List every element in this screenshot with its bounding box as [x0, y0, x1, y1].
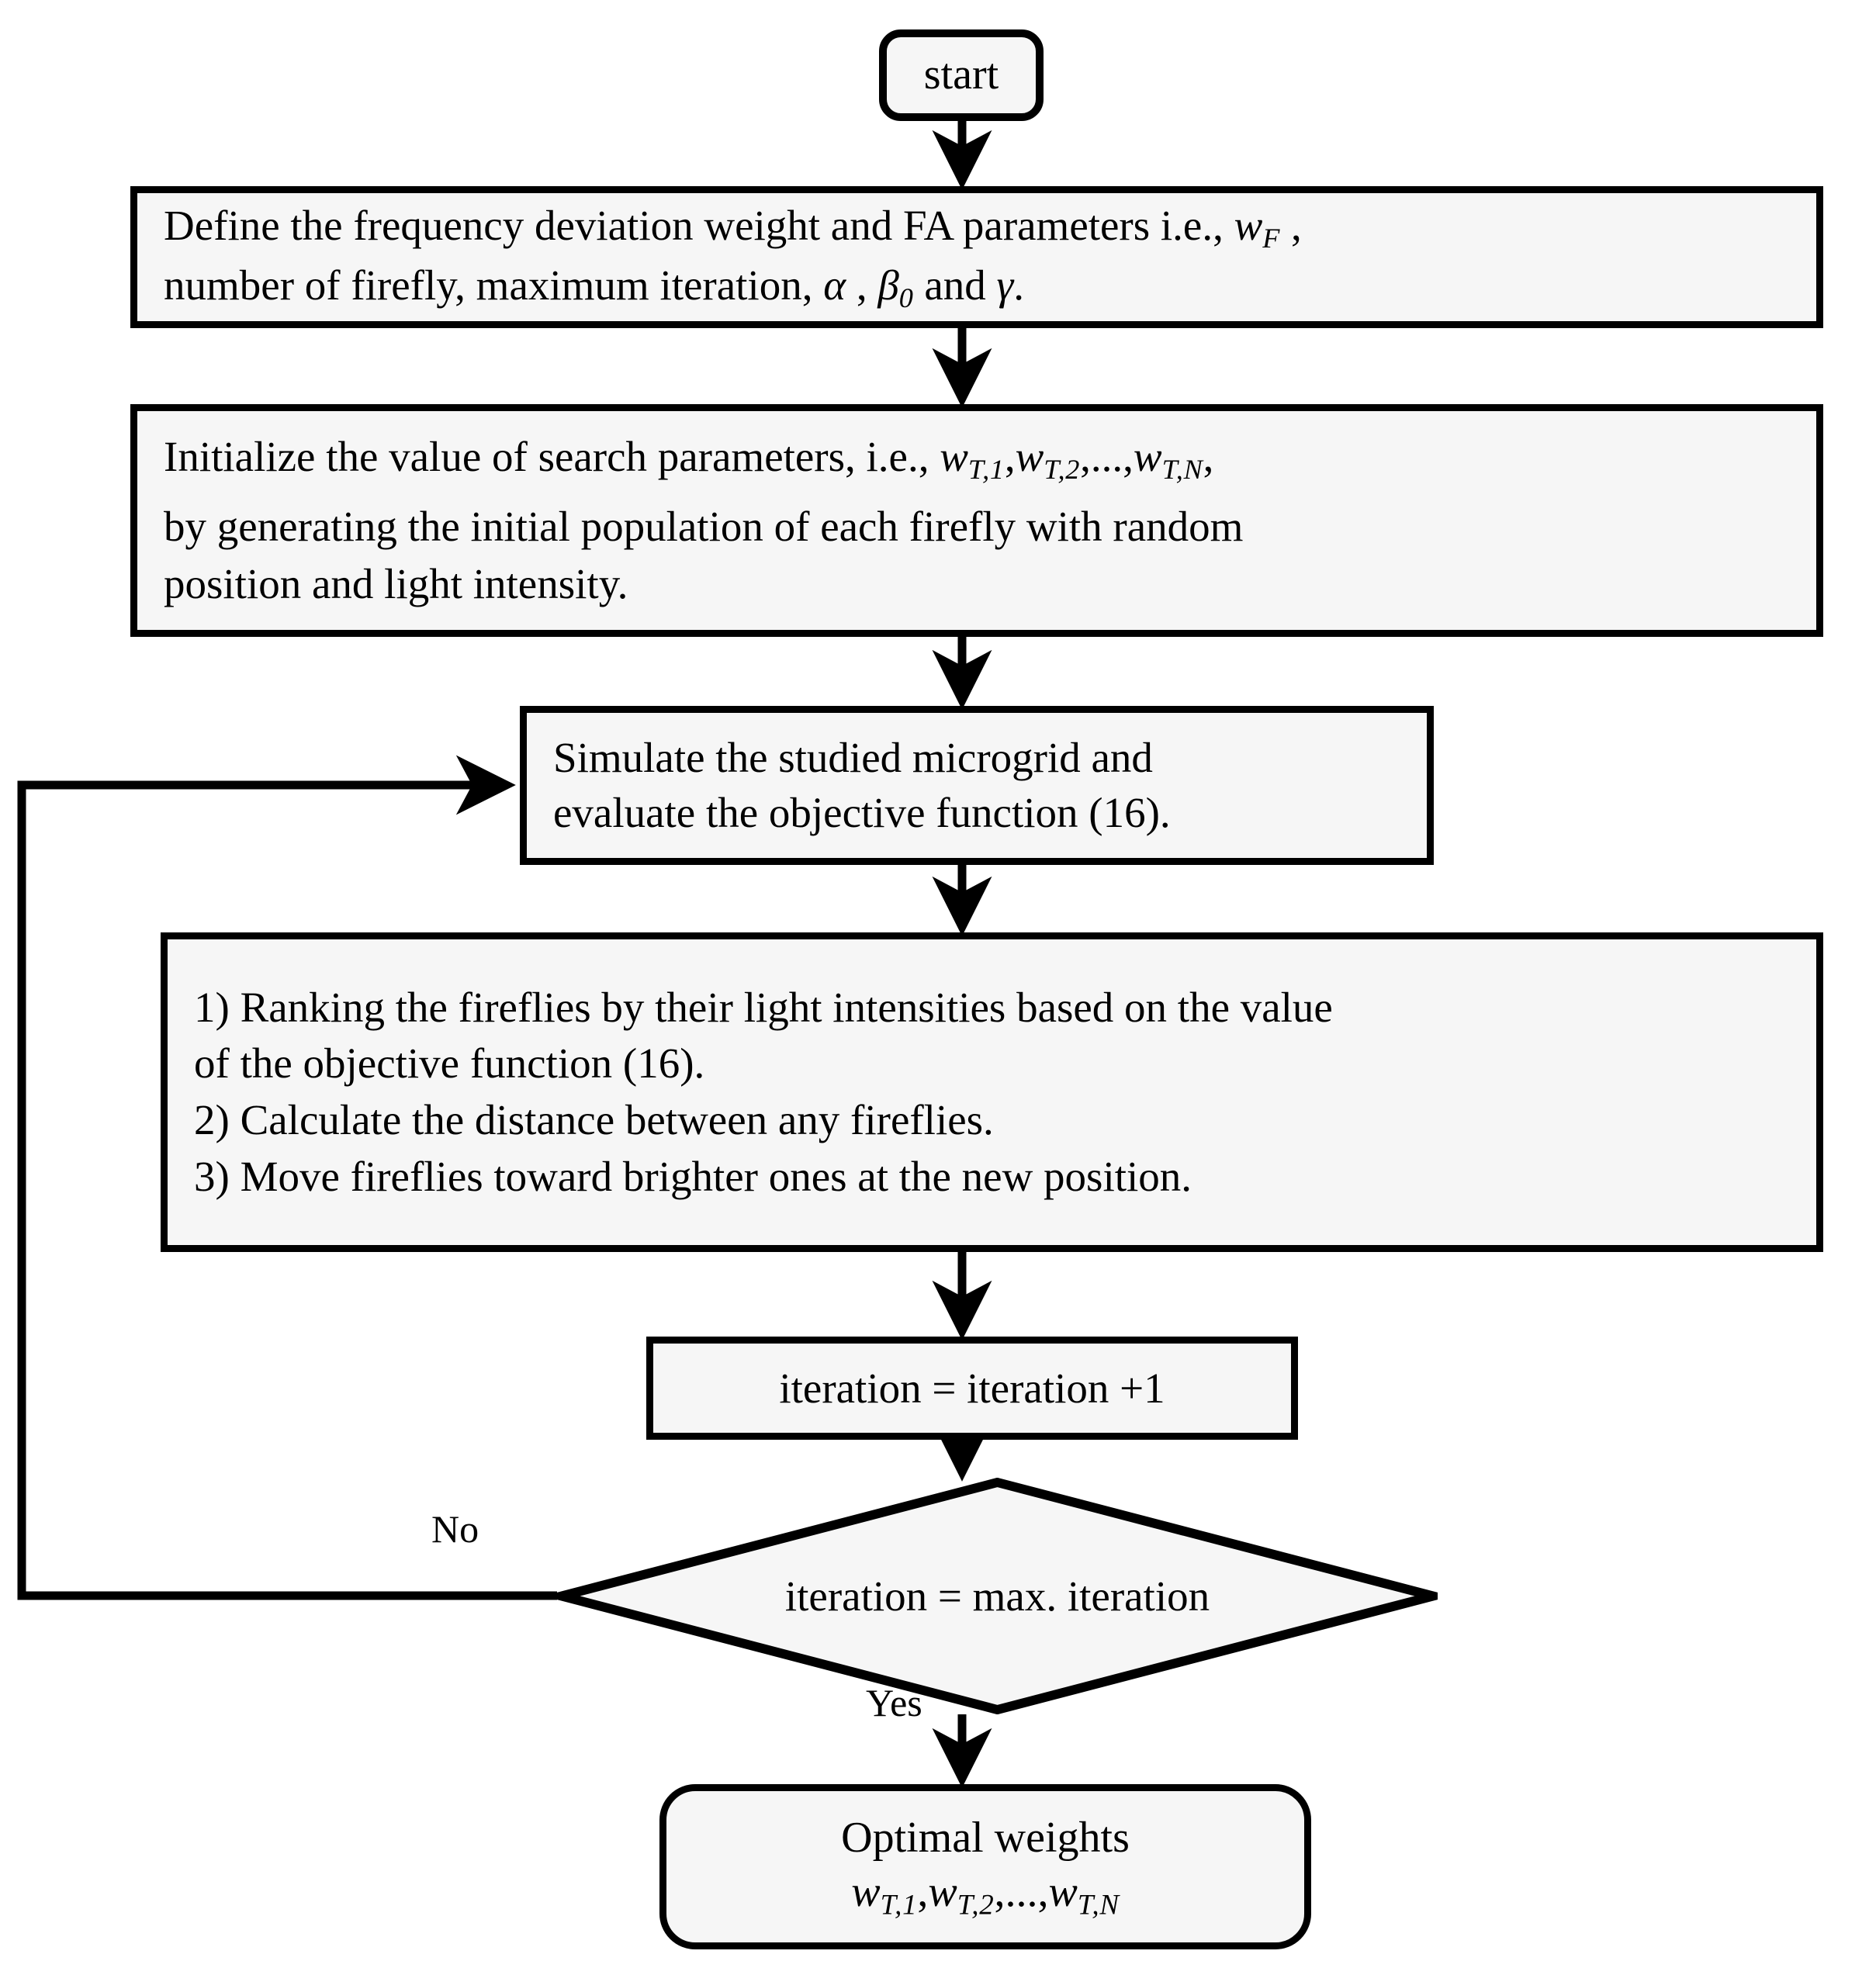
- node-optimal-weights[interactable]: Optimal weights wT,1,wT,2,...,wT,N: [659, 1784, 1311, 1949]
- optimal-var-w1: w: [851, 1868, 881, 1917]
- node-simulate-line-1: Simulate the studied microgrid and: [553, 734, 1153, 782]
- node-initialize-line-2: by generating the initial population of …: [164, 502, 1244, 550]
- edge-label-no: No: [431, 1507, 479, 1551]
- node-decision-max-iteration[interactable]: iteration = max. iteration: [557, 1478, 1438, 1714]
- node-steps-line-3: 2) Calculate the distance between any fi…: [194, 1096, 994, 1143]
- define-text-tail: ,: [1280, 202, 1302, 250]
- node-steps-line-2: of the objective function (16).: [194, 1039, 705, 1088]
- define-symbol-beta-subscript: 0: [898, 282, 914, 313]
- init-var-w1-subscript: T,1: [967, 453, 1005, 485]
- define-text-b: number of firefly, maximum iteration,: [164, 261, 824, 309]
- define-symbol-gamma: γ: [996, 261, 1014, 309]
- define-text-a: Define the frequency deviation weight an…: [164, 202, 1234, 250]
- node-simulate-line-2: evaluate the objective function (16).: [553, 788, 1171, 836]
- node-initialize-line-1: Initialize the value of search parameter…: [164, 428, 1790, 489]
- node-optimal-line-2: wT,1,wT,2,...,wT,N: [851, 1865, 1120, 1923]
- node-steps-line-4: 3) Move fireflies toward brighter ones a…: [194, 1152, 1192, 1200]
- node-decision-label: iteration = max. iteration: [784, 1572, 1210, 1620]
- define-var-w: w: [1234, 202, 1263, 250]
- define-text-period: .: [1013, 261, 1024, 309]
- optimal-var-w3: w: [1048, 1868, 1078, 1917]
- define-sep-1: ,: [846, 261, 878, 309]
- node-firefly-steps[interactable]: 1) Ranking the fireflies by their light …: [161, 932, 1823, 1252]
- node-define-line-2: number of firefly, maximum iteration, α …: [164, 258, 1790, 316]
- optimal-ellipsis: ,...,: [994, 1868, 1049, 1917]
- define-symbol-beta: β: [877, 261, 899, 309]
- node-define-line-1: Define the frequency deviation weight an…: [164, 198, 1790, 257]
- node-initialize-line-3: position and light intensity.: [164, 560, 628, 608]
- node-start-label: start: [923, 50, 999, 99]
- node-simulate-microgrid[interactable]: Simulate the studied microgrid and evalu…: [520, 706, 1434, 865]
- init-var-w2-subscript: T,2: [1044, 453, 1081, 485]
- init-comma-1: ,: [1004, 432, 1016, 480]
- define-var-w-subscript: F: [1262, 223, 1281, 254]
- init-var-w3: w: [1133, 432, 1162, 480]
- node-define-parameters[interactable]: Define the frequency deviation weight an…: [130, 186, 1823, 328]
- define-sep-2: and: [913, 261, 997, 309]
- node-iteration-label: iteration = iteration +1: [779, 1364, 1165, 1412]
- optimal-var-w2-subscript: T,2: [957, 1888, 995, 1921]
- init-var-w2: w: [1015, 432, 1044, 480]
- decision-diamond-shape: [557, 1478, 1438, 1714]
- edge-label-yes: Yes: [866, 1681, 922, 1724]
- node-initialize-parameters[interactable]: Initialize the value of search parameter…: [130, 404, 1823, 637]
- optimal-var-w1-subscript: T,1: [880, 1888, 918, 1921]
- init-var-w1: w: [940, 432, 968, 480]
- node-start[interactable]: start: [879, 29, 1044, 121]
- node-iteration-increment[interactable]: iteration = iteration +1: [646, 1337, 1298, 1440]
- init-var-w3-subscript: T,N: [1161, 453, 1203, 485]
- define-symbol-alpha: α: [823, 261, 846, 309]
- optimal-comma-1: ,: [917, 1868, 929, 1917]
- node-steps-line-1: 1) Ranking the fireflies by their light …: [194, 983, 1333, 1031]
- node-optimal-line-1: Optimal weights: [841, 1814, 1130, 1863]
- init-comma-3: ,: [1203, 432, 1214, 480]
- optimal-var-w3-subscript: T,N: [1077, 1888, 1120, 1921]
- optimal-var-w2: w: [928, 1868, 957, 1917]
- init-ellipsis: ,...,: [1080, 432, 1134, 480]
- init-text-a: Initialize the value of search parameter…: [164, 432, 940, 480]
